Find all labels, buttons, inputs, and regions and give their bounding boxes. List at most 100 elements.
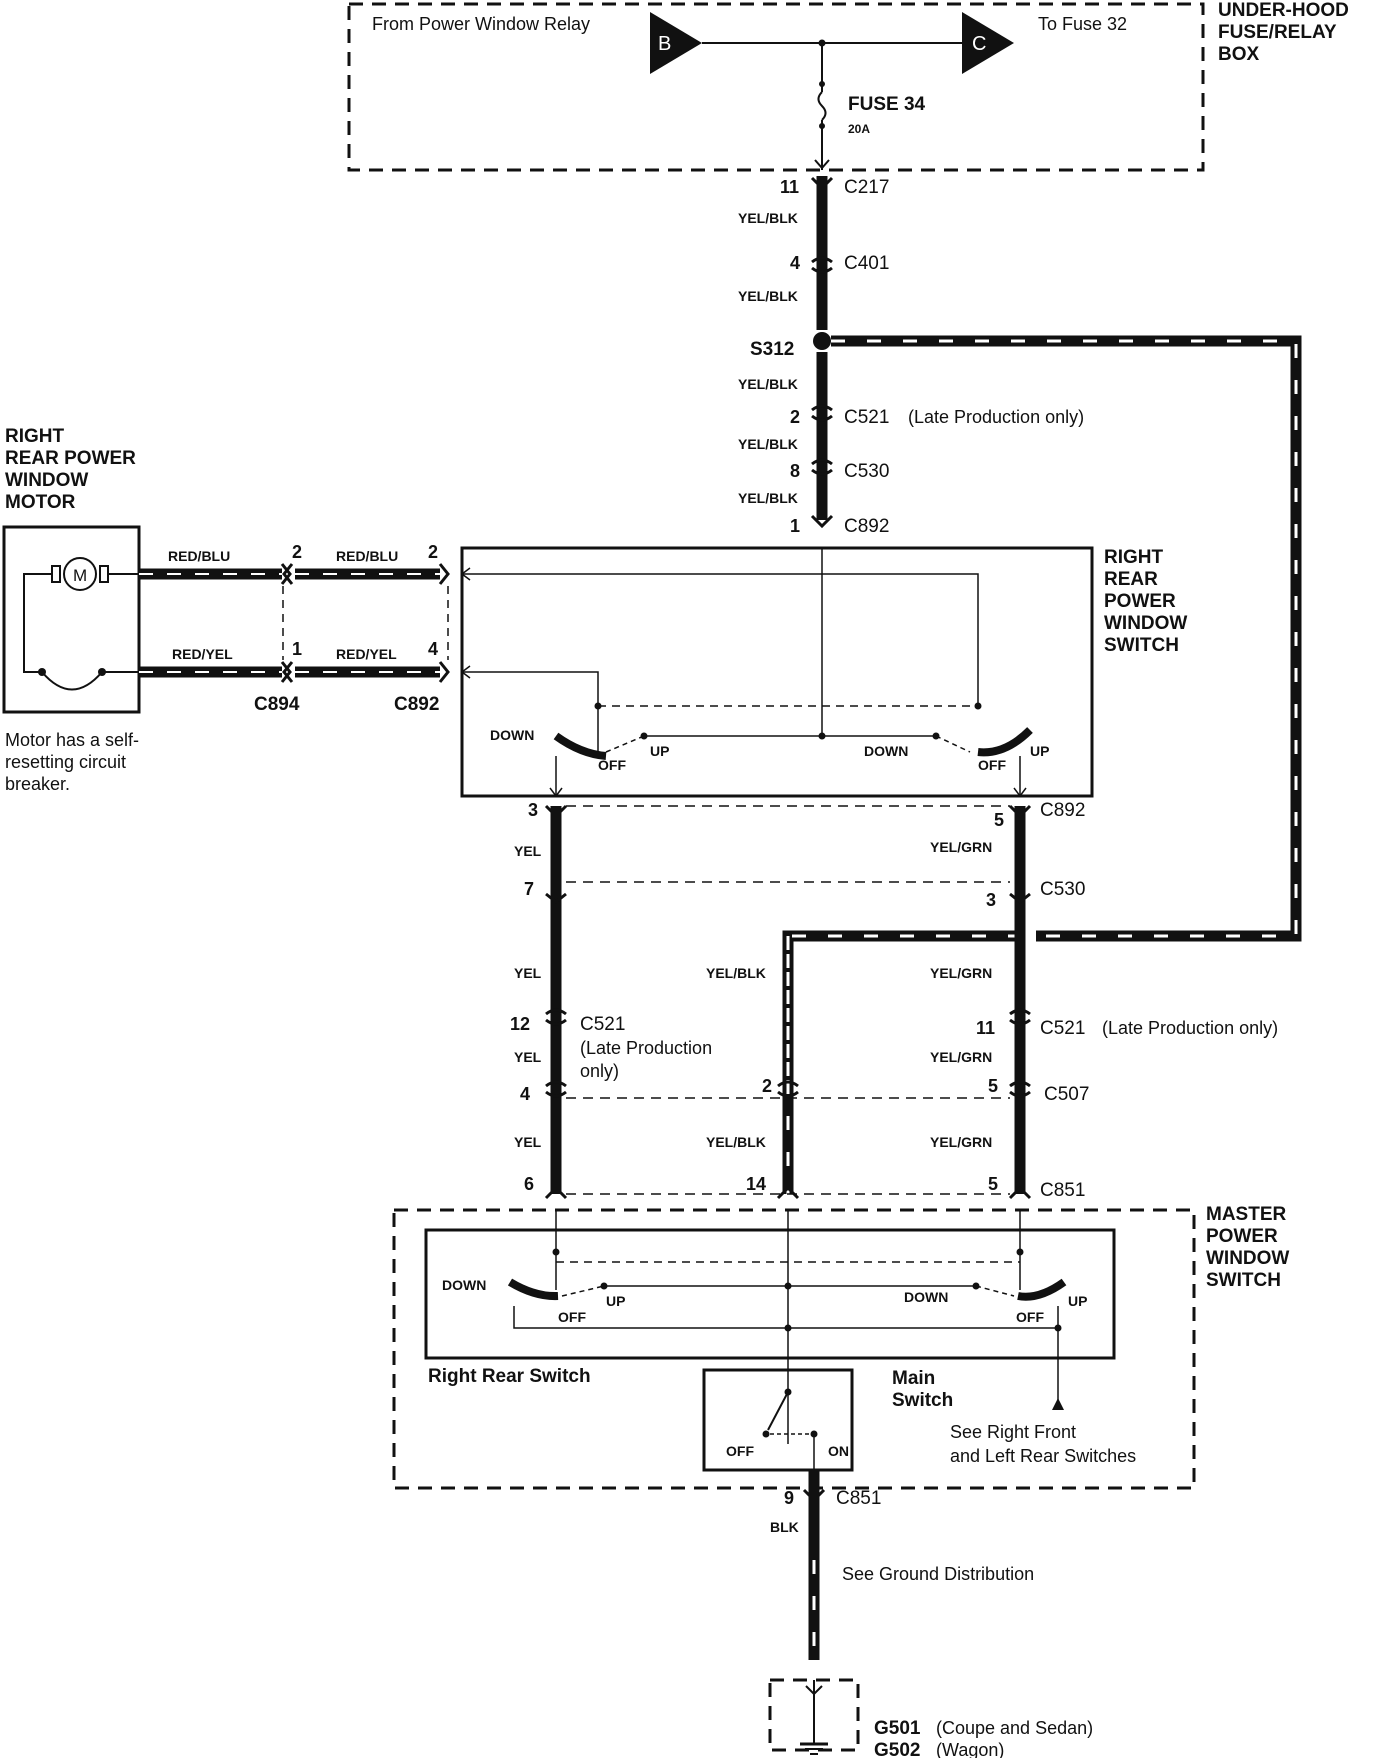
wire-yel-grn-1: YEL/GRN xyxy=(930,839,992,855)
c217-pin: 11 xyxy=(780,177,799,197)
master-title-3: WINDOW xyxy=(1206,1248,1289,1269)
c401-pin: 4 xyxy=(790,253,800,273)
s312-branch-wire xyxy=(782,335,1302,1080)
master-left-up: UP xyxy=(606,1293,625,1309)
right-rear-window-switch: RIGHT REAR POWER WINDOW SWITCH DOWN OFF … xyxy=(460,546,1187,798)
wire-yel-blk-mid-1: YEL/BLK xyxy=(706,965,766,981)
rr-right-up: UP xyxy=(1030,743,1049,759)
master-title-2: POWER xyxy=(1206,1226,1278,1247)
master-right-down: DOWN xyxy=(904,1289,948,1305)
g501-label: G501 xyxy=(874,1718,921,1739)
c892-label-mid: C892 xyxy=(1040,800,1085,821)
c217-label: C217 xyxy=(844,177,889,198)
main-switch-off: OFF xyxy=(726,1443,754,1459)
c892-pin-3: 3 xyxy=(528,800,538,820)
wire-red-yel-right: RED/YEL xyxy=(336,646,397,662)
motor-wires: RED/BLU RED/BLU RED/YEL RED/YEL 2 1 2 4 … xyxy=(139,542,450,715)
c507-pin-5: 5 xyxy=(988,1076,998,1096)
c530-pin-7: 7 xyxy=(524,879,534,899)
ground-pin-9: 9 xyxy=(784,1488,794,1508)
motor-note-3: breaker. xyxy=(5,774,70,794)
splice-s312 xyxy=(813,332,831,350)
c521-pin: 2 xyxy=(790,407,800,427)
wire-yel-4: YEL xyxy=(514,1134,542,1150)
s312-label: S312 xyxy=(750,339,794,360)
master-left-off: OFF xyxy=(558,1309,586,1325)
circuit-breaker-icon xyxy=(41,671,103,691)
rr-left-off: OFF xyxy=(598,757,626,773)
c521-left-label: C521 xyxy=(580,1014,625,1035)
wire-red-yel-left: RED/YEL xyxy=(172,646,233,662)
terminal-b-letter: B xyxy=(658,33,671,55)
wire-yel-blk-2: YEL/BLK xyxy=(738,288,798,304)
ground-c851-label: C851 xyxy=(836,1488,881,1509)
c521-note: (Late Production only) xyxy=(908,407,1084,427)
c894-pin-bot: 1 xyxy=(292,639,302,659)
c521-right-label: C521 xyxy=(1040,1018,1085,1039)
fuse-rating: 20A xyxy=(848,122,870,136)
motor-icon xyxy=(63,557,97,591)
wire-yel-3: YEL xyxy=(514,1049,542,1065)
motor-note-1: Motor has a self- xyxy=(5,730,139,750)
rr-switch-title-4: WINDOW xyxy=(1104,613,1187,634)
master-right-up: UP xyxy=(1068,1293,1087,1309)
master-right-lever xyxy=(1017,1278,1067,1301)
g501-note: (Coupe and Sedan) xyxy=(936,1718,1093,1738)
c530-label-mid: C530 xyxy=(1040,879,1085,900)
rr-left-up: UP xyxy=(650,743,669,759)
motor-title-2: REAR POWER xyxy=(5,448,136,469)
terminal-b-icon xyxy=(650,12,702,74)
c521-right-note: (Late Production only) xyxy=(1102,1018,1278,1038)
c892-pin-5: 5 xyxy=(994,810,1004,830)
master-window-switch: MASTER POWER WINDOW SWITCH DOWN OFF UP D… xyxy=(392,1204,1289,1490)
main-switch-on: ON xyxy=(828,1443,849,1459)
wire-yel-blk-1: YEL/BLK xyxy=(738,210,798,226)
wire-yel-blk-3: YEL/BLK xyxy=(738,376,798,392)
c507-pin-2: 2 xyxy=(762,1076,772,1096)
c894-label: C894 xyxy=(254,694,300,715)
fuse-name: FUSE 34 xyxy=(848,94,926,115)
terminal-c-icon xyxy=(962,12,1014,74)
see-other-switches-2: and Left Rear Switches xyxy=(950,1446,1136,1466)
see-other-switches-1: See Right Front xyxy=(950,1422,1076,1442)
rr-left-down: DOWN xyxy=(490,727,534,743)
master-left-lever xyxy=(507,1278,559,1301)
c521-label: C521 xyxy=(844,407,889,428)
c851-pin-5: 5 xyxy=(988,1174,998,1194)
c401-label: C401 xyxy=(844,253,889,274)
c894-pin-top: 2 xyxy=(292,542,302,562)
main-feed-wire: 11 C217 YEL/BLK 4 C401 YEL/BLK S312 YEL/… xyxy=(738,176,1084,537)
rr-switch-title-2: REAR xyxy=(1104,569,1158,590)
c892-pin-bot: 4 xyxy=(428,639,438,659)
g502-label: G502 xyxy=(874,1740,920,1758)
master-left-down: DOWN xyxy=(442,1277,486,1293)
middle-wires: 3 5 C892 YEL YEL/GRN 7 3 C530 YEL YEL/BL… xyxy=(510,800,1278,1201)
from-power-window-relay-label: From Power Window Relay xyxy=(372,14,590,34)
c530-label: C530 xyxy=(844,461,889,482)
master-right-off: OFF xyxy=(1016,1309,1044,1325)
main-switch-label-1: Main xyxy=(892,1368,935,1389)
rr-switch-title-3: POWER xyxy=(1104,591,1176,612)
rr-switch-title-5: SWITCH xyxy=(1104,635,1179,656)
wire-yel-grn-3: YEL/GRN xyxy=(930,1049,992,1065)
right-rear-switch-label: Right Rear Switch xyxy=(428,1366,591,1387)
wire-yel-grn-2: YEL/GRN xyxy=(930,965,992,981)
fuse-box-title-1: UNDER-HOOD xyxy=(1218,0,1349,21)
right-rear-window-motor: RIGHT REAR POWER WINDOW MOTOR M Motor ha… xyxy=(2,426,141,794)
c521-pin-12: 12 xyxy=(510,1014,530,1034)
c892-label-motor: C892 xyxy=(394,694,439,715)
rr-right-off: OFF xyxy=(978,757,1006,773)
wire-blk: BLK xyxy=(770,1519,799,1535)
c521-left-note-1: (Late Production xyxy=(580,1038,712,1058)
wire-red-blu-left: RED/BLU xyxy=(168,548,230,564)
rr-switch-title-1: RIGHT xyxy=(1104,547,1164,568)
c521-left-note-2: only) xyxy=(580,1061,619,1081)
c892-pin-top: 2 xyxy=(428,542,438,562)
fuse-relay-box: From Power Window Relay To Fuse 32 UNDER… xyxy=(347,0,1349,172)
g502-note: (Wagon) xyxy=(936,1740,1004,1758)
wire-yel-blk-5: YEL/BLK xyxy=(738,490,798,506)
wire-yel-1: YEL xyxy=(514,843,542,859)
fuse-box-title-3: BOX xyxy=(1218,44,1260,65)
motor-note-2: resetting circuit xyxy=(5,752,126,772)
